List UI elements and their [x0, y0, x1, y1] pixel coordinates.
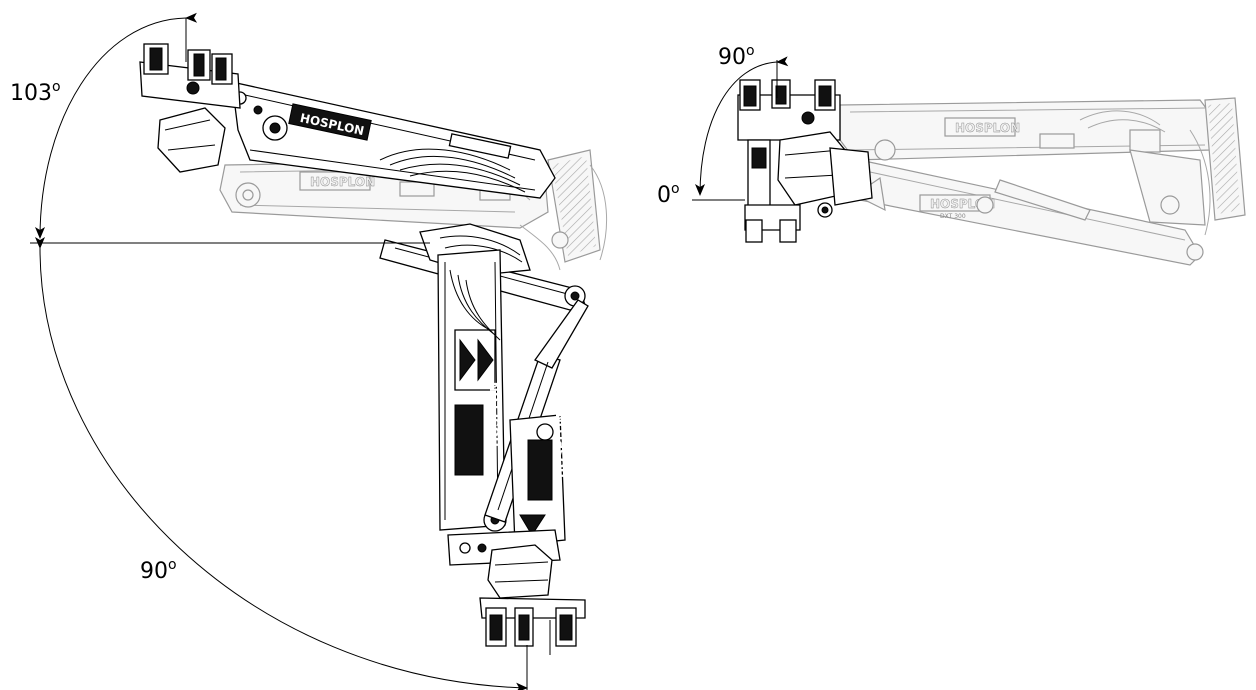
left-lower-boom: HOSPLON	[509, 413, 568, 546]
left-top-angle-label: 103o	[10, 79, 61, 106]
right-bottom-angle-label: 0o	[657, 181, 680, 208]
left-bottom-angle-label: 90o	[140, 557, 177, 584]
left-upper-boom: HOSPLON	[231, 81, 556, 199]
left-ghost-brand: HOSPLON	[310, 175, 375, 189]
left-top-angle-arc	[35, 12, 198, 239]
left-bottom-tool-head	[447, 529, 586, 655]
right-ghost-model-tag: DXT 300	[940, 213, 966, 220]
right-angle-dimensions	[692, 56, 789, 201]
left-column-brand: HOSPLON	[488, 382, 502, 447]
right-ghost-brand-upper: HOSPLON	[955, 121, 1020, 135]
left-lower-boom-brand: HOSPLON	[554, 413, 568, 478]
left-angle-dimensions	[30, 12, 528, 690]
left-crane-assembly: HOSPLON HOSPLON	[30, 12, 607, 690]
left-top-tool-head	[139, 43, 241, 173]
right-ghost-boom: HOSPLON HOSPLON DXT 300	[839, 97, 1246, 266]
right-top-angle-label: 90o	[718, 43, 755, 70]
right-crane-assembly: HOSPLON HOSPLON DXT 300	[692, 56, 1246, 266]
right-angle-arc	[695, 56, 789, 196]
left-bottom-angle-arc	[34, 236, 528, 690]
